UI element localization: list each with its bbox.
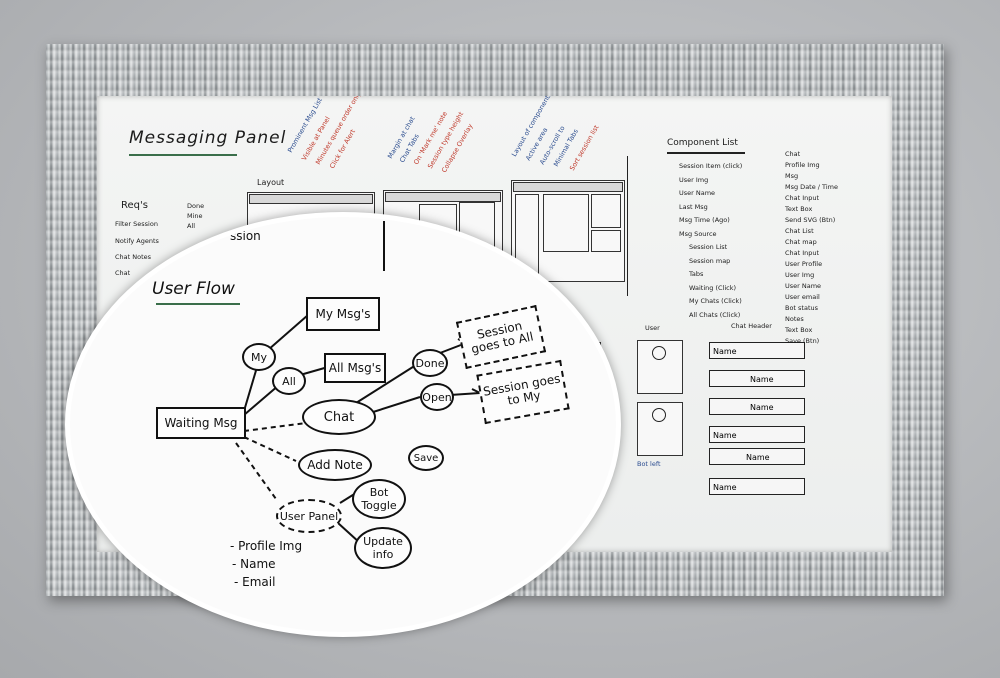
req-item: Filter Session (115, 220, 158, 228)
update-info-node: Update info (354, 527, 412, 569)
chat-header-sketch: Name (709, 370, 805, 387)
component-item: Chat Input (785, 249, 820, 257)
component-item: Session map (689, 256, 731, 265)
chat-header-sketch: Name (709, 478, 805, 495)
component-item: Msg Source (679, 229, 717, 238)
req-item: Chat Notes (115, 253, 152, 261)
profile-item: - Name (232, 557, 276, 571)
all-node: All (272, 367, 306, 395)
chat-header-name: Name (713, 431, 737, 440)
user-wireframe (637, 340, 683, 394)
wireframe-header (513, 182, 623, 192)
chat-header-name: Name (746, 453, 770, 462)
component-item: User Name (679, 189, 716, 197)
my-msgs-node: My Msg's (306, 297, 380, 331)
req-side-item: All (187, 222, 196, 230)
component-item: Session Item (click) (679, 162, 743, 170)
component-item: User Img (785, 271, 815, 279)
component-item: Chat Input (785, 194, 820, 202)
component-item: Msg Time (Ago) (679, 216, 730, 224)
user-panel-node: User Panel (276, 499, 342, 533)
req-item: Notify Agents (115, 237, 159, 245)
component-item: Tabs (689, 270, 704, 278)
chat-header-sketch: Name (709, 342, 805, 359)
component-item: Chat List (785, 227, 814, 235)
wireframe-panel (591, 230, 621, 252)
component-item: Msg (785, 172, 799, 180)
component-item: User Profile (785, 260, 823, 268)
my-node: My (242, 343, 276, 371)
component-item: Notes (785, 315, 804, 323)
component-item: Text Box (785, 205, 813, 213)
component-item: User Name (785, 282, 822, 290)
component-item: All Chats (Click) (689, 310, 741, 319)
component-item: Session List (689, 243, 728, 251)
chat-header-name: Name (713, 347, 737, 356)
layout-heading: Layout (257, 178, 285, 187)
chat-header-sketch: Name (709, 426, 805, 443)
component-item: Save (Btn) (785, 337, 820, 345)
component-item: Msg Date / Time (785, 183, 838, 191)
chat-header-name: Name (750, 375, 774, 384)
user-flow-title: User Flow (152, 279, 235, 299)
component-item: Chat map (785, 238, 817, 246)
user-avatar-sketch (652, 346, 666, 360)
open-node: Open (420, 383, 454, 411)
magnifier-circle: ssion User Flow Waiting Msg My All My Ms… (65, 212, 621, 637)
done-node: Done (412, 349, 448, 377)
bot-toggle-node: Bot Toggle (352, 479, 406, 519)
component-item: Chat (785, 150, 801, 158)
chat-header-name: Name (750, 403, 774, 412)
magnifier-top-text: ssion (230, 229, 261, 243)
component-item: User email (785, 293, 820, 301)
wireframe-header (249, 194, 373, 204)
title-underline (129, 154, 237, 156)
chat-header-sketch: Name (709, 448, 805, 465)
component-item: Text Box (785, 326, 813, 334)
wireframe-header (385, 192, 501, 202)
component-item: Waiting (Click) (689, 283, 737, 292)
req-side-item: Mine (187, 212, 203, 220)
component-item: Bot status (785, 304, 819, 312)
divider-line (627, 156, 628, 296)
user-label: User (645, 324, 660, 332)
chat-header-name: Name (713, 483, 737, 492)
component-list-heading: Component List (667, 138, 738, 148)
waiting-msg-node: Waiting Msg (156, 407, 246, 439)
bot-label: Bot left (637, 460, 661, 468)
wireframe-panel (543, 194, 589, 252)
req-item: Chat (115, 269, 131, 277)
component-item: My Chats (Click) (689, 297, 742, 305)
board-title: Messaging Panel (129, 128, 287, 148)
user-flow-underline (156, 303, 240, 305)
heading-underline (667, 152, 745, 154)
chat-header-sketch: Name (709, 398, 805, 415)
chat-header-label: Chat Header (731, 322, 772, 330)
component-item: Profile Img (785, 161, 820, 169)
add-note-node: Add Note (298, 449, 372, 481)
bot-avatar-sketch (652, 408, 666, 422)
component-item: Last Msg (679, 202, 708, 211)
save-node: Save (408, 445, 444, 471)
chat-node: Chat (302, 399, 376, 435)
profile-item: - Profile Img (230, 539, 303, 553)
wireframe-panel (591, 194, 621, 228)
component-item: Send SVG (Btn) (785, 216, 836, 224)
all-msgs-node: All Msg's (324, 353, 386, 383)
req-side-item: Done (187, 202, 205, 210)
reqs-heading: Req's (121, 200, 148, 211)
component-item: User Img (679, 175, 709, 184)
profile-item: - Email (234, 575, 276, 589)
fragment-line (383, 221, 385, 271)
wireframe-panel (459, 202, 495, 248)
